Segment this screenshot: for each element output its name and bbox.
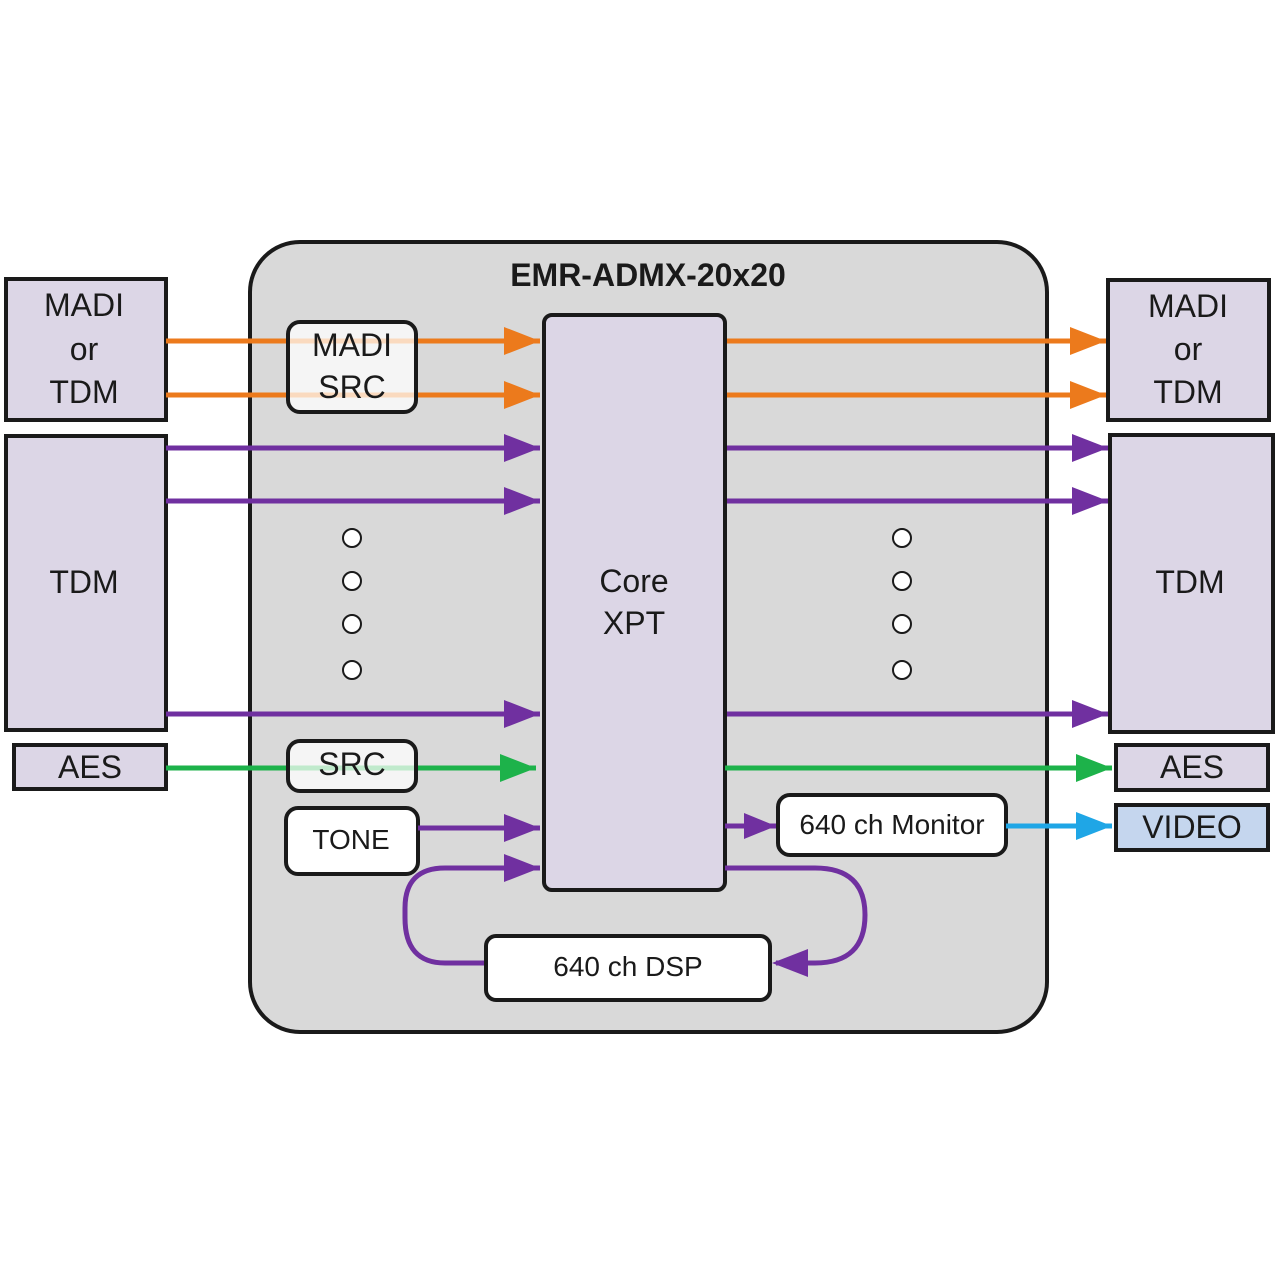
output-tdm-box [1108,433,1275,734]
madi-src-label-1: MADI [312,327,392,363]
tdm-out-arrow-3 [1072,700,1108,728]
tdm-out-arrow-2 [1072,487,1108,515]
output-aes-label: AES [1160,749,1224,785]
input-aes-box [12,743,168,791]
dsp-label: 640 ch DSP [553,951,702,982]
madi-out-arrow-1 [1070,327,1106,355]
dsp-return-arrow [504,854,540,882]
tdm-in-arrow-1 [504,434,540,462]
tdm-in-arrow-3 [504,700,540,728]
src-block [286,739,418,793]
madi-in-arrow-2 [504,381,540,409]
output-aes-box [1114,743,1270,792]
madi-src-block [286,320,418,414]
monitor-label: 640 ch Monitor [799,809,984,840]
tdm-in-arrow-2 [504,487,540,515]
madi-out-arrow-2 [1070,381,1106,409]
output-video-box [1114,803,1270,852]
ellipsis-dot-left-1 [342,528,362,548]
core-xpt-label-1: Core [599,563,668,599]
input-tdm-box [4,434,168,732]
madi-in-arrow-1 [504,327,540,355]
tdm-out-arrow-1 [1072,434,1108,462]
tone-block [284,806,420,876]
output-madi-label-3: TDM [1153,374,1222,410]
madi-src-label-2: SRC [318,369,386,405]
tone-arrow [504,814,540,842]
chassis-title: EMR-ADMX-20x20 [510,257,786,293]
video-arrow [1076,812,1112,840]
input-madi-label-2: or [70,331,99,367]
output-madi-box [1106,278,1271,422]
output-video-label: VIDEO [1142,809,1242,845]
output-tdm-label: TDM [1155,564,1224,600]
src-label: SRC [318,746,386,782]
dsp-return-path [402,865,540,966]
dsp-send-arrow [772,949,808,977]
dsp-block [484,934,772,1002]
dsp-send-path [725,865,868,966]
input-madi-box [4,277,168,422]
ellipsis-dot-left-3 [342,614,362,634]
monitor-in-arrow [744,813,776,839]
output-madi-label-1: MADI [1148,288,1228,324]
input-aes-label: AES [58,749,122,785]
ellipsis-dot-right-2 [892,571,912,591]
aes-out-arrow [1076,754,1112,782]
tone-label: TONE [312,824,389,855]
input-tdm-label: TDM [49,564,118,600]
output-madi-label-2: or [1174,331,1203,367]
ellipsis-dot-right-1 [892,528,912,548]
ellipsis-dot-right-3 [892,614,912,634]
ellipsis-dot-left-2 [342,571,362,591]
ellipsis-dot-left-4 [342,660,362,680]
core-xpt-label-2: XPT [603,605,665,641]
aes-in-arrow [500,754,536,782]
ellipsis-dot-right-4 [892,660,912,680]
input-madi-label-1: MADI [44,287,124,323]
input-madi-label-3: TDM [49,374,118,410]
core-xpt-block [542,313,727,892]
